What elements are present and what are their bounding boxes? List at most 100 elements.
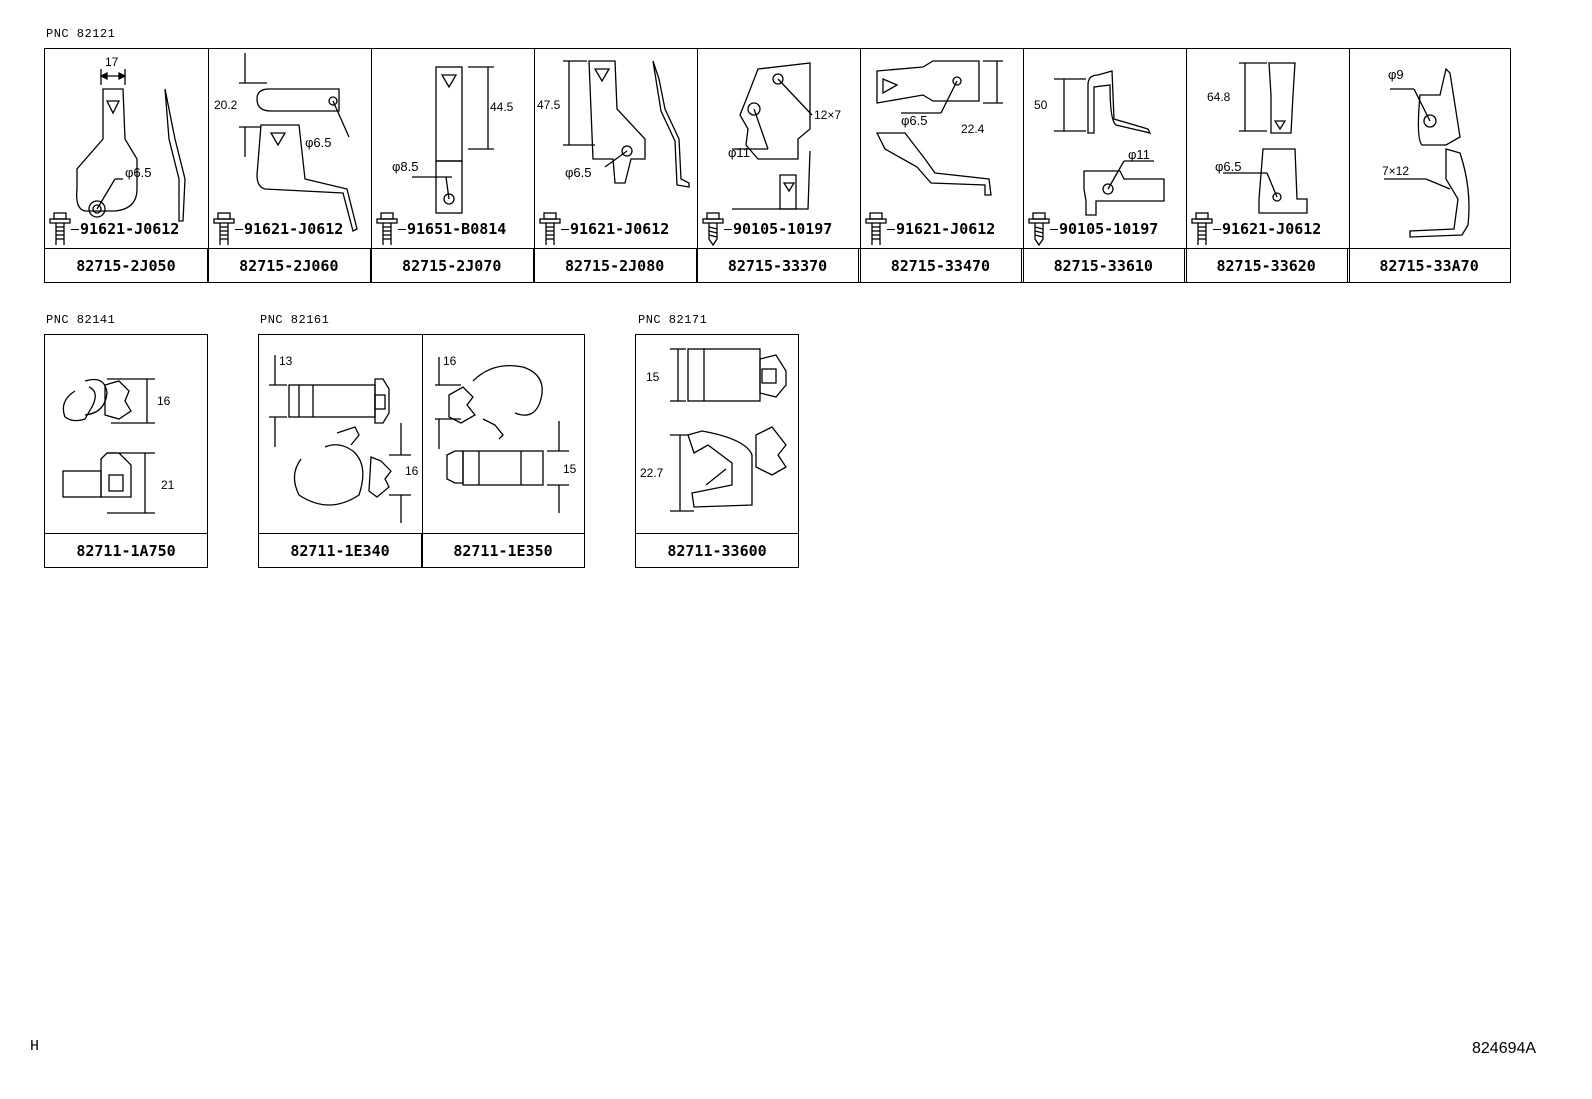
cell-82715-33A70[interactable]: φ9 7×12	[1349, 49, 1510, 282]
svg-text:φ11: φ11	[728, 145, 750, 160]
bolt-number: 91621-J0612	[80, 220, 180, 238]
part-number[interactable]: 82715-2J060	[206, 249, 370, 282]
part-number[interactable]: 82711-1E340	[290, 541, 390, 560]
clamp-drawing: 16 15	[435, 354, 577, 513]
bolt-label: 91621-J0612	[865, 212, 995, 246]
cell-82711-1E350[interactable]: 16 15	[422, 335, 584, 567]
part-number[interactable]: 82715-33A70	[1347, 249, 1510, 282]
bolt-icon	[213, 212, 235, 245]
bolt-number: 91621-J0612	[570, 220, 670, 238]
clamp-drawing: 15 22.7	[640, 348, 787, 512]
part-number[interactable]: 82715-2J080	[532, 249, 696, 282]
part-number[interactable]: 82715-33610	[1021, 249, 1184, 282]
bracket-drawing: 64.8 φ6.5	[1207, 62, 1308, 214]
svg-text:φ6.5: φ6.5	[305, 135, 332, 150]
svg-text:15: 15	[563, 462, 577, 476]
clamp-drawing: 16 21	[62, 378, 175, 514]
part-number[interactable]: 82711-1E350	[421, 534, 584, 567]
svg-text:φ6.5: φ6.5	[901, 113, 928, 128]
part-number[interactable]: 82715-33470	[858, 249, 1021, 282]
corner-mark: H	[30, 1038, 40, 1055]
bracket-drawing: 12×7 φ11	[728, 62, 841, 210]
cell-82715-33470[interactable]: φ6.5 22.4 91621-J0612	[860, 49, 1023, 282]
svg-text:50: 50	[1034, 98, 1048, 112]
bolt-icon	[376, 212, 398, 245]
screw-icon	[1028, 212, 1050, 246]
svg-text:16: 16	[443, 354, 457, 368]
svg-text:12×7: 12×7	[814, 108, 841, 122]
bolt-label: 91621-J0612	[539, 212, 669, 246]
svg-text:13: 13	[279, 354, 293, 368]
bolt-number: 91621-J0612	[1222, 220, 1322, 238]
part-number[interactable]: 82715-2J070	[369, 249, 533, 282]
bracket-drawing: φ6.5 22.4	[875, 60, 1003, 196]
bolt-number: 90105-10197	[733, 220, 833, 238]
bracket-drawing: 44.5 φ8.5	[392, 66, 514, 214]
svg-text:20.2: 20.2	[214, 98, 238, 112]
screw-icon	[702, 212, 724, 246]
bolt-label: 91621-J0612	[213, 212, 343, 246]
bolt-number: 90105-10197	[1059, 220, 1159, 238]
svg-text:47.5: 47.5	[537, 98, 561, 112]
svg-text:16: 16	[405, 464, 419, 478]
svg-text:φ6.5: φ6.5	[1215, 159, 1242, 174]
bolt-label: 90105-10197	[702, 212, 832, 246]
pnc-label-82161: PNC 82161	[260, 313, 330, 327]
bracket-drawing: 47.5 φ6.5	[537, 60, 690, 188]
drawing-id: 824694A	[1472, 1040, 1537, 1057]
part-number[interactable]: 82715-33370	[695, 249, 859, 282]
cell-82715-33620[interactable]: 64.8 φ6.5 91621-J0612	[1186, 49, 1349, 282]
svg-text:φ9: φ9	[1388, 67, 1404, 82]
svg-text:φ11: φ11	[1128, 147, 1150, 162]
group-82121: 17 φ6.5 91621-J0612 20.2 φ6.5	[44, 48, 1511, 283]
clamp-drawing: 13 16	[269, 354, 419, 523]
pnc-label-82141: PNC 82141	[46, 313, 116, 327]
cell-82715-2J050[interactable]: 17 φ6.5 91621-J0612	[45, 49, 208, 282]
part-number[interactable]: 82715-2J050	[76, 256, 176, 275]
svg-text:16: 16	[157, 394, 171, 408]
svg-text:22.7: 22.7	[640, 466, 664, 480]
part-number-row: 82711-33600	[636, 533, 798, 567]
group-82141: 16 21 82711-1A750	[44, 334, 208, 568]
svg-text:φ6.5: φ6.5	[565, 165, 592, 180]
bolt-label: 91621-J0612	[1191, 212, 1321, 246]
cell-82715-33370[interactable]: 12×7 φ11 90105-10197	[697, 49, 860, 282]
part-number[interactable]: 82711-33600	[667, 541, 767, 560]
svg-text:7×12: 7×12	[1382, 164, 1409, 178]
dim-label: 17	[105, 55, 119, 69]
bolt-icon	[1191, 212, 1213, 245]
svg-text:15: 15	[646, 370, 660, 384]
bolt-label: 91621-J0612	[49, 212, 179, 246]
bolt-label: 90105-10197	[1028, 212, 1158, 246]
bolt-label: 91651-B0814	[376, 212, 506, 246]
cell-82715-2J070[interactable]: 44.5 φ8.5 91651-B0814	[371, 49, 534, 282]
bolt-number: 91621-J0612	[244, 220, 344, 238]
part-number-row: 82715-2J050 82715-2J060 82715-2J070 8271…	[45, 248, 1510, 282]
svg-text:64.8: 64.8	[1207, 90, 1231, 104]
bolt-icon	[539, 212, 561, 245]
part-number[interactable]: 82715-33620	[1184, 249, 1347, 282]
svg-text:22.4: 22.4	[961, 122, 985, 136]
bolt-icon	[49, 212, 71, 245]
svg-text:21: 21	[161, 478, 175, 492]
bolt-number: 91621-J0612	[896, 220, 996, 238]
svg-text:φ8.5: φ8.5	[392, 159, 419, 174]
cell-82715-2J060[interactable]: 20.2 φ6.5 91621-J0612	[208, 49, 371, 282]
svg-text:44.5: 44.5	[490, 100, 514, 114]
pnc-label-82121: PNC 82121	[46, 27, 116, 41]
bracket-drawing: 50 φ11	[1034, 70, 1165, 216]
part-number[interactable]: 82711-1A750	[76, 541, 176, 560]
cell-82715-2J080[interactable]: 47.5 φ6.5 91621-J0612	[534, 49, 697, 282]
part-number-row: 82711-1A750	[45, 533, 207, 567]
cell-82715-33610[interactable]: 50 φ11 90105-10197	[1023, 49, 1186, 282]
bracket-drawing: 17 φ6.5	[76, 55, 186, 222]
bolt-icon	[865, 212, 887, 245]
group-82161: 13 16 16 15 82711-1E340 82711-1E350	[258, 334, 585, 568]
group-82171: 15 22.7 82711-33600	[635, 334, 799, 568]
bracket-drawing: φ9 7×12	[1382, 67, 1470, 238]
svg-text:φ6.5: φ6.5	[125, 165, 152, 180]
part-number-row: 82711-1E340 82711-1E350	[259, 533, 584, 567]
bolt-number: 91651-B0814	[407, 220, 507, 238]
cell-82711-1E340[interactable]: 13 16	[259, 335, 422, 567]
pnc-label-82171: PNC 82171	[638, 313, 708, 327]
